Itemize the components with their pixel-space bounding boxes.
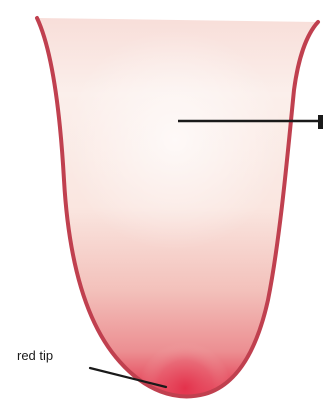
body-label-cropped-mark [318,115,323,129]
red-tip-label: red tip [17,348,53,363]
